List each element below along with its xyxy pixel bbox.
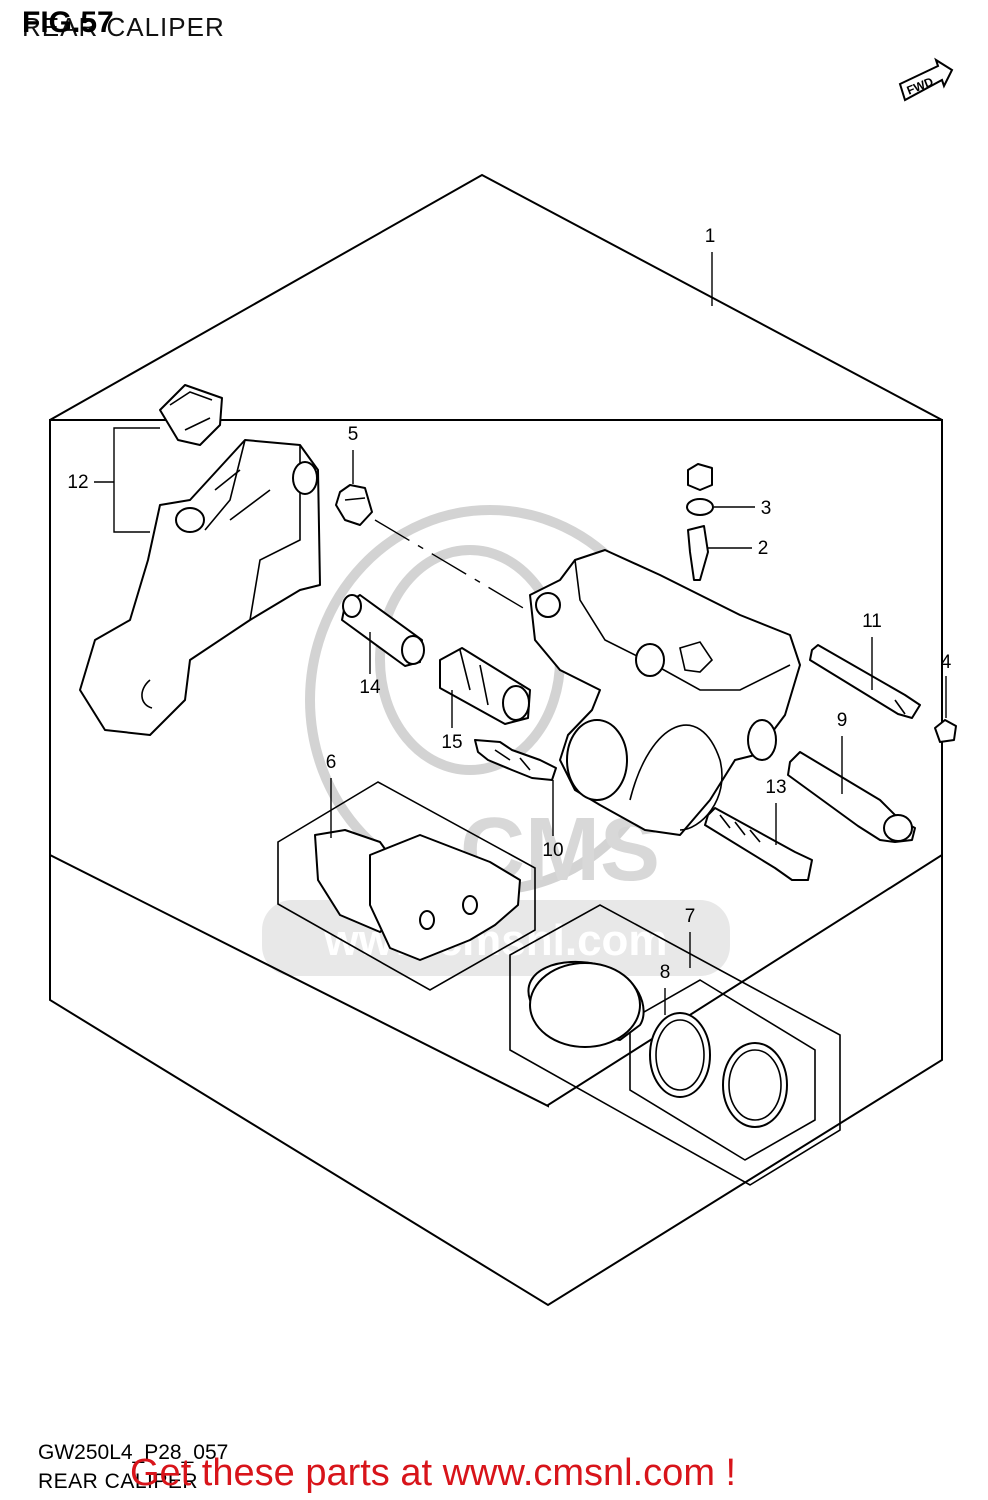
sleeve [341,594,425,667]
fwd-arrow-icon: FWD [898,57,954,102]
callout-6: 6 [326,752,337,838]
callout-14-label: 14 [359,677,381,698]
slide-bolt [787,751,916,843]
pad-spring [474,739,557,781]
callout-5: 5 [348,424,531,613]
caliper-bracket [79,439,321,736]
callout-6-label: 6 [326,752,337,773]
figure-label: FIG.57 [22,6,114,39]
pin-boot-2 [439,647,531,725]
callout-8: 8 [660,962,671,1015]
callout-3: 3 [714,498,771,519]
callout-9-label: 9 [837,710,848,731]
footer-title: REAR CALIPER [38,1470,199,1493]
mount-bolt [704,807,813,881]
bleeder-valve [687,525,709,581]
callout-12: 12 [67,427,160,533]
callout-11-label: 11 [862,611,882,632]
callout-15-label: 15 [441,732,462,753]
callout-1: 1 [705,226,716,306]
callout-4: 4 [941,652,952,718]
callout-13-label: 13 [765,777,786,798]
callout-7: 7 [685,906,696,968]
callout-4-label: 4 [941,652,952,673]
brake-pad-set [277,781,536,991]
callout-2-label: 2 [758,538,769,559]
caliper-body [529,549,801,836]
pad-spring-clip [159,384,223,446]
diagram-code: GW250L4_P28_057 [38,1441,229,1464]
callout-10-label: 10 [542,840,563,861]
pin-bolt [809,644,921,719]
callout-13: 13 [765,777,787,845]
callout-3-label: 3 [761,498,772,519]
callout-9: 9 [837,710,848,794]
fwd-label: FWD [905,74,936,97]
promo-link[interactable]: Get these parts at www.cmsnl.com ! [130,1452,737,1494]
callout-15: 15 [441,690,463,753]
section-title: REAR CALIPER [22,12,225,42]
bleeder-cap [686,463,714,516]
callout-14: 14 [359,632,381,698]
callout-1-label: 1 [705,226,716,247]
callout-8-label: 8 [660,962,671,983]
pin-boot [335,484,373,526]
callout-5-label: 5 [348,424,359,445]
callout-7-label: 7 [685,906,696,927]
callout-12-label: 12 [67,472,88,493]
callout-10: 10 [542,780,564,861]
callout-11: 11 [862,611,882,690]
callout-2: 2 [708,538,768,559]
cap [934,719,957,743]
piston-seal-set [509,904,841,1186]
